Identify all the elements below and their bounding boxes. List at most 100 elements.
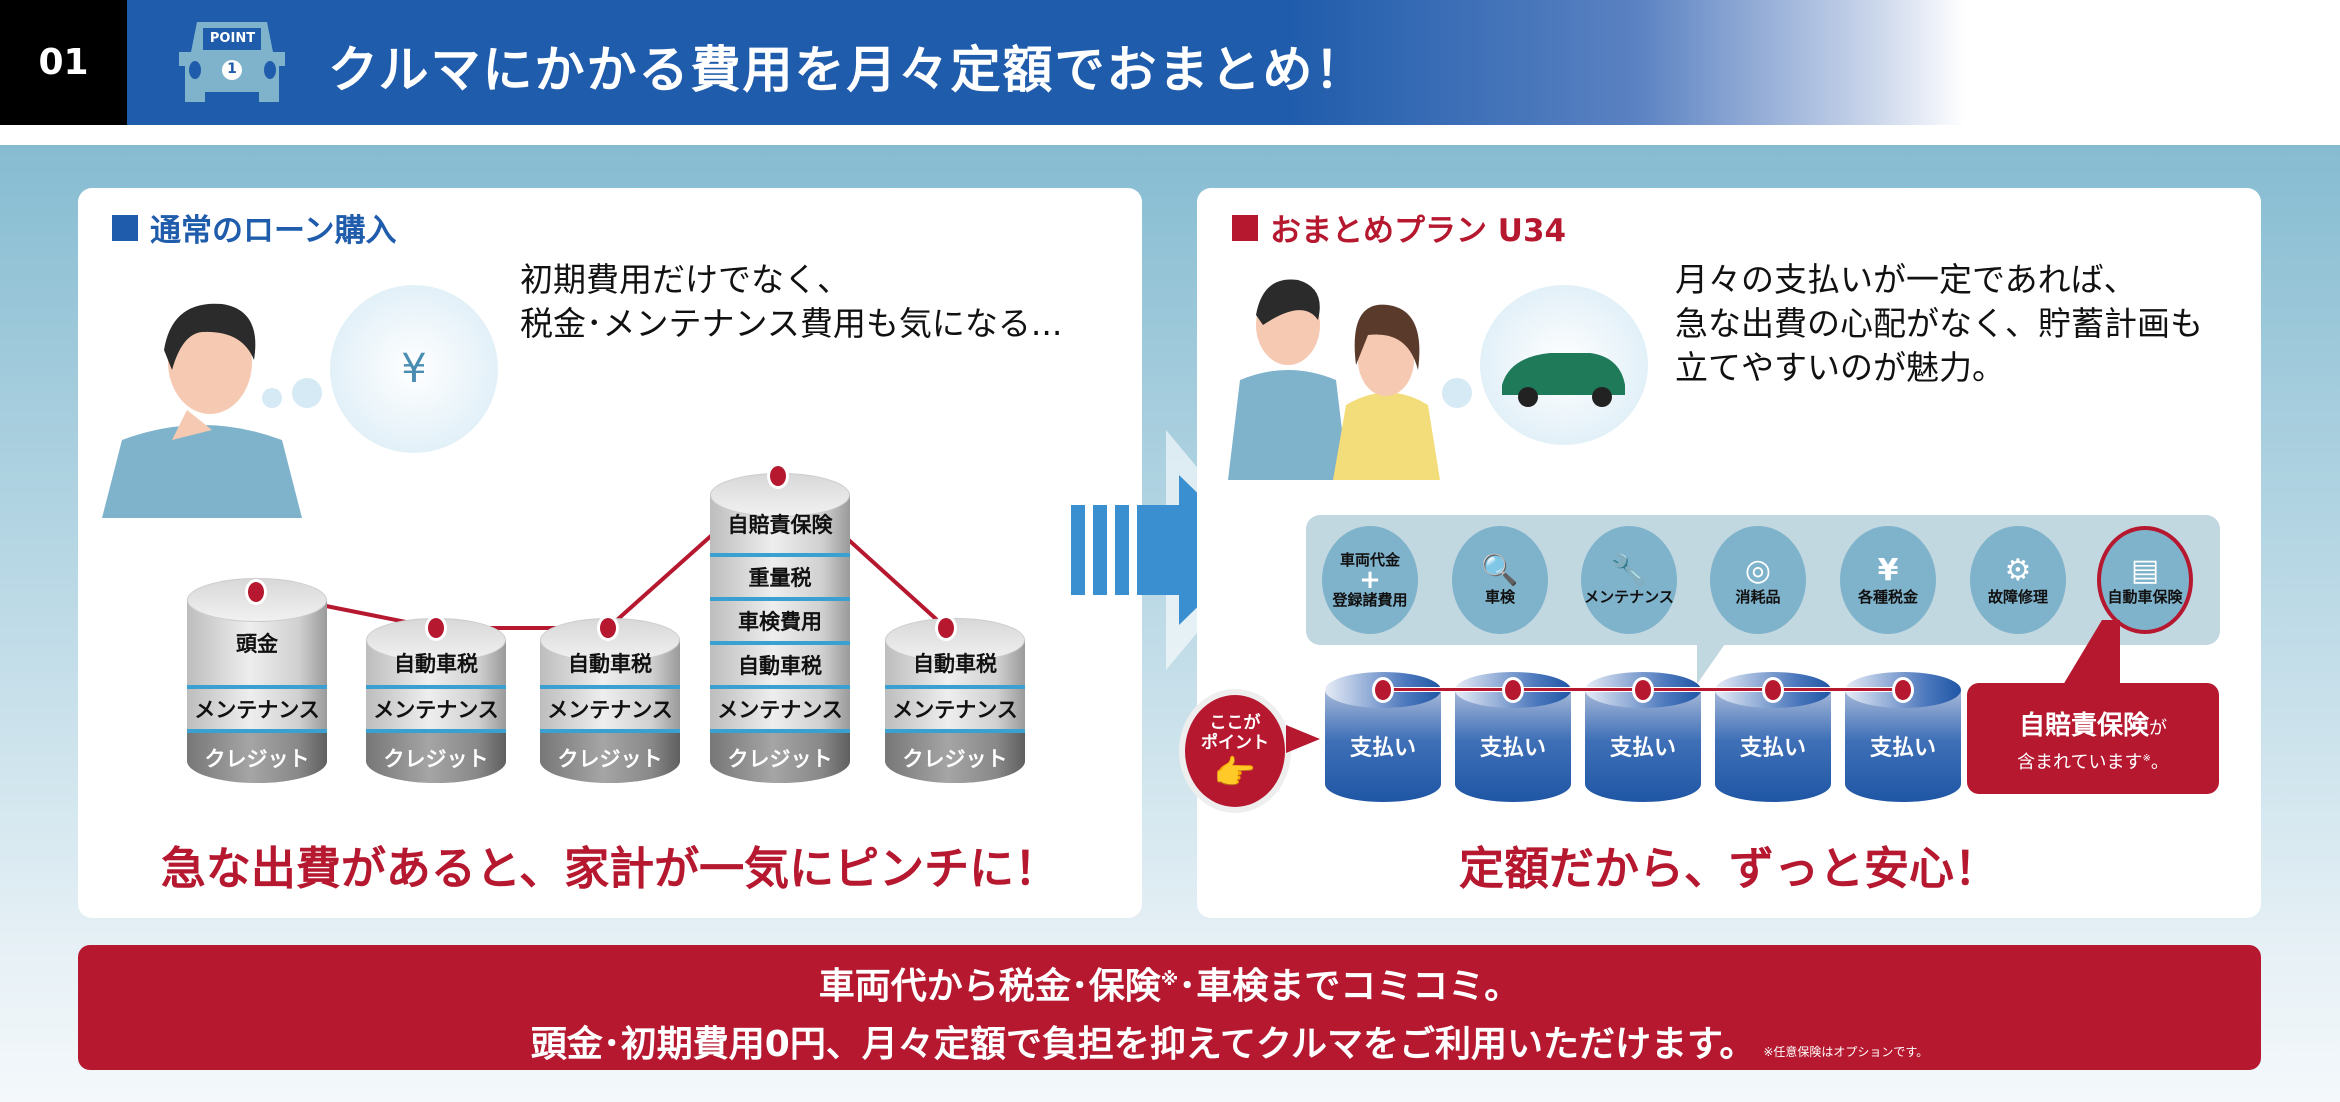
cost-stack-5: 自動車税メンテナンスクレジット [885,618,1025,783]
payment-cylinder: 支払い [1455,672,1571,802]
item-label: 各種税金 [1857,588,1918,606]
cost-layer: 車検費用 [710,601,850,645]
cost-layer: クレジット [187,733,327,783]
callout-strong: 自賠責保険 [2018,711,2149,741]
lead-line: 税金･メンテナンス費用も気になる... [520,304,1063,343]
trend-point [597,615,619,641]
plan-heading-text: おまとめプラン U34 [1270,213,1567,249]
summary-banner: 車両代から税金･保険※･車検までコミコミ。 頭金･初期費用0円、月々定額で負担を… [78,945,2261,1070]
cost-layer: クレジット [710,733,850,783]
panel-pointer [1697,644,1725,684]
payment-point [1892,677,1914,703]
car-thought-bubble [1480,285,1648,445]
cost-trend-line [255,469,950,633]
payment-point [1762,677,1784,703]
payment-cylinder: 支払い [1585,672,1701,802]
loan-card [78,188,1142,918]
payment-cylinder: 支払い [1715,672,1831,802]
lead-line: 月々の支払いが一定であれば、 [1675,260,2137,299]
banner-line: 車両代から税金･保険 [818,966,1161,1007]
callout-text: が [2149,718,2167,739]
cost-layer: メンテナンス [187,689,327,733]
item-repair: ⚙故障修理 [1970,526,2066,634]
payment-point [1632,677,1654,703]
plan-conclusion: 定額だから、ずっと安心！ [1458,842,1999,895]
payment-label: 支払い [1479,736,1546,761]
item-label: 登録諸費用 [1332,591,1408,609]
pointing-hand-icon: 👉 [1213,753,1257,793]
thought-dot [292,378,322,408]
header-bar [0,0,2340,125]
worried-man-illustration [92,290,312,518]
loan-heading-text: 通常のローン購入 [150,213,397,249]
item-vehicle-cost: 車両代金+登録諸費用 [1322,526,1418,634]
item-taxes: ¥各種税金 [1840,526,1936,634]
loan-lead: 初期費用だけでなく、税金･メンテナンス費用も気になる... [520,258,1062,346]
item-label: 車検 [1484,588,1515,606]
point-badge-number: 1 [227,61,237,77]
tire-icon: ◎ [1744,553,1772,588]
item-label: 消耗品 [1735,588,1781,606]
cost-layer: メンテナンス [366,689,506,733]
callout-note-mark: ※ [2142,753,2151,764]
payment-point [1372,677,1394,703]
cost-layer: 自動車税 [885,640,1025,689]
callout-text: 。 [2150,752,2169,773]
payment-point [1502,677,1524,703]
thought-dot [1442,378,1472,408]
square-bullet-icon [112,214,138,241]
couple-illustration [1218,270,1458,480]
cost-layer: 重量税 [710,557,850,601]
point-bubble-text: ポイント [1201,733,1269,753]
yen-bill-icon: ¥ [1877,553,1899,588]
cost-stack-1: 頭金メンテナンスクレジット [187,578,327,783]
section-number: 01 [0,0,127,125]
plan-lead: 月々の支払いが一定であれば、急な出費の心配がなく、貯蓄計画も立てやすいのが魅力。 [1675,258,2203,390]
point-bubble-text: ここが [1209,713,1261,733]
item-label: メンテナンス [1584,588,1674,606]
point-car-icon: POINT 1 [175,18,290,110]
document-icon: ▤ [2130,553,2160,588]
item-label: 故障修理 [1987,588,2048,606]
item-insurance: ▤自動車保険 [2097,526,2193,634]
payment-label: 支払い [1739,736,1806,761]
cost-layer: クレジット [540,733,680,783]
payment-label: 支払い [1869,736,1936,761]
banner-line: 頭金･初期費用0円、月々定額で負担を抑えてクルマをご利用いただけます。 [530,1024,1756,1065]
payment-label: 支払い [1349,736,1416,761]
cost-layer: 自賠責保険 [710,495,850,557]
banner-note-mark: ※ [1160,969,1179,990]
item-label: 自動車保険 [2107,588,2183,606]
trend-point [767,463,789,489]
plus-icon: + [1359,565,1381,595]
cost-layer: メンテナンス [540,689,680,733]
payment-cylinder: 支払い [1325,672,1441,802]
square-bullet-icon [1232,214,1258,241]
car-search-icon: 🔍 [1481,553,1519,588]
item-label: 車両代金 [1339,551,1400,569]
money-thought-bubble: ¥ [330,285,498,453]
thought-dot [262,388,282,408]
insurance-callout: 自賠責保険が 含まれています※。 [1967,683,2219,794]
payment-cylinder: 支払い [1845,672,1961,802]
item-maintenance: 🔧メンテナンス [1581,526,1677,634]
cost-layer: 自動車税 [366,640,506,689]
bubble-tail [1286,725,1320,753]
plan-heading: おまとめプラン U34 [1232,205,1566,250]
cost-layer: クレジット [366,733,506,783]
banner-line: ･車検までコミコミ。 [1178,966,1521,1007]
trend-point [425,615,447,641]
payment-label: 支払い [1609,736,1676,761]
cost-stack-4: 自賠責保険重量税車検費用自動車税メンテナンスクレジット [710,473,850,783]
loan-conclusion: 急な出費があると、家計が一気にピンチに！ [160,842,1060,895]
banner-footnote: ※任意保険はオプションです。 [1763,1045,1929,1059]
cost-layer: メンテナンス [710,689,850,733]
trend-point [245,579,267,605]
wrench-icon: 🔧 [1610,553,1648,588]
cost-stack-2: 自動車税メンテナンスクレジット [366,618,506,783]
lead-line: 初期費用だけでなく、 [520,260,850,299]
cost-layer: 自動車税 [540,640,680,689]
item-inspection: 🔍車検 [1452,526,1548,634]
cost-layer: クレジット [885,733,1025,783]
trend-point [935,615,957,641]
